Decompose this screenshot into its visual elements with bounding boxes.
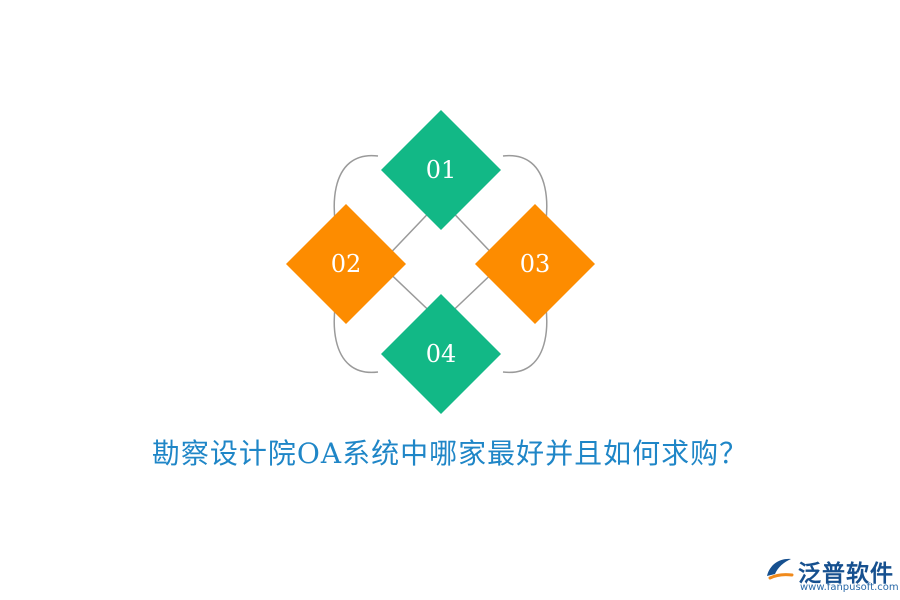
diamond-04-shape xyxy=(381,294,501,414)
logo-mark-icon xyxy=(767,558,794,580)
diamond-02-shape xyxy=(286,204,406,324)
diamond-02: 02 xyxy=(286,204,406,324)
diamond-03-label: 03 xyxy=(520,250,551,278)
logo-url: www.fanpusoft.com xyxy=(800,582,899,593)
page-title: 勘察设计院OA系统中哪家最好并且如何求购？ xyxy=(151,437,749,470)
diamond-03-shape xyxy=(475,204,595,324)
diagram: 01 02 03 04 xyxy=(286,110,595,414)
brand-logo: 泛普软件 www.fanpusoft.com xyxy=(764,554,899,596)
diamond-01-shape xyxy=(381,110,501,230)
diamond-01-label: 01 xyxy=(426,156,457,184)
diamond-01: 01 xyxy=(381,110,501,230)
diamond-02-label: 02 xyxy=(331,250,362,278)
diamond-03: 03 xyxy=(475,204,595,324)
diamond-04: 04 xyxy=(381,294,501,414)
diamond-04-label: 04 xyxy=(426,340,457,368)
logo-name: 泛普软件 xyxy=(798,561,894,587)
